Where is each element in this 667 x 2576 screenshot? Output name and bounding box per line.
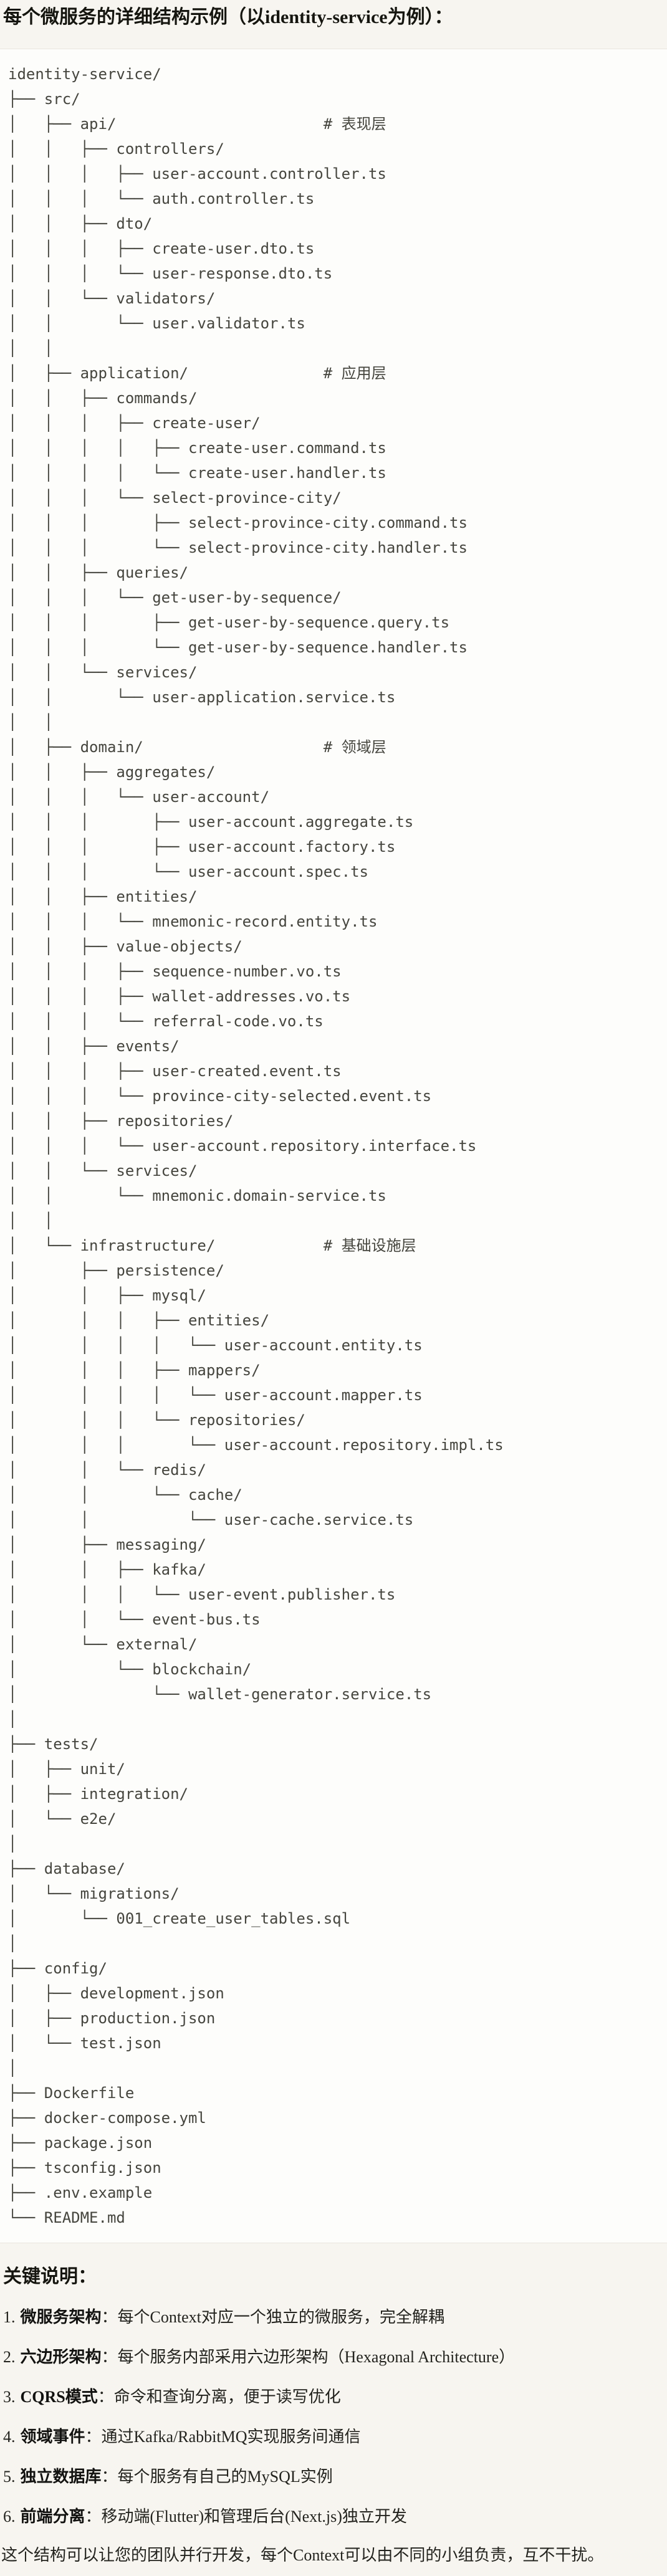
- note-item-3: 3.CQRS模式：命令和查询分离，便于读写优化: [3, 2385, 667, 2409]
- note-text: ：命令和查询分离，便于读写优化: [97, 2388, 341, 2406]
- note-number: 5.: [3, 2468, 16, 2486]
- note-number: 2.: [3, 2348, 16, 2366]
- note-item-4: 4.领域事件：通过Kafka/RabbitMQ实现服务间通信: [3, 2425, 667, 2449]
- note-term: 领域事件: [20, 2428, 85, 2446]
- note-text: ：通过Kafka/RabbitMQ实现服务间通信: [85, 2428, 361, 2446]
- note-item-5: 5.独立数据库：每个服务有自己的MySQL实例: [3, 2465, 667, 2489]
- page-title: 每个微服务的详细结构示例（以identity-service为例）：: [3, 7, 453, 27]
- note-text: ：每个服务有自己的MySQL实例: [101, 2468, 333, 2486]
- directory-tree-codeblock: identity-service/ ├── src/ │ ├── api/ # …: [0, 49, 667, 2243]
- note-item-2: 2.六边形架构：每个服务内部采用六边形架构（Hexagonal Architec…: [3, 2345, 667, 2369]
- note-number: 4.: [3, 2428, 16, 2446]
- note-term: 六边形架构: [20, 2348, 102, 2366]
- note-term: 独立数据库: [20, 2468, 102, 2486]
- notes-list: 1.微服务架构：每个Context对应一个独立的微服务，完全解耦 2.六边形架构…: [0, 2306, 667, 2529]
- note-text: ：移动端(Flutter)和管理后台(Next.js)独立开发: [85, 2507, 407, 2526]
- note-text: ：每个Context对应一个独立的微服务，完全解耦: [101, 2308, 444, 2326]
- note-term: CQRS模式: [20, 2388, 98, 2406]
- note-item-6: 6.前端分离：移动端(Flutter)和管理后台(Next.js)独立开发: [3, 2505, 667, 2529]
- note-text: ：每个服务内部采用六边形架构（Hexagonal Architecture）: [101, 2348, 516, 2366]
- note-number: 6.: [3, 2507, 16, 2526]
- note-item-1: 1.微服务架构：每个Context对应一个独立的微服务，完全解耦: [3, 2306, 667, 2329]
- note-term: 前端分离: [20, 2507, 85, 2526]
- notes-heading: 关键说明：: [3, 2266, 97, 2287]
- note-number: 1.: [3, 2308, 16, 2326]
- note-term: 微服务架构: [20, 2308, 102, 2326]
- directory-tree-text: identity-service/ ├── src/ │ ├── api/ # …: [8, 65, 504, 2226]
- closing-paragraph: 这个结构可以让您的团队并行开发，每个Context可以由不同的小组负责，互不干扰…: [1, 2546, 604, 2564]
- note-number: 3.: [3, 2388, 16, 2406]
